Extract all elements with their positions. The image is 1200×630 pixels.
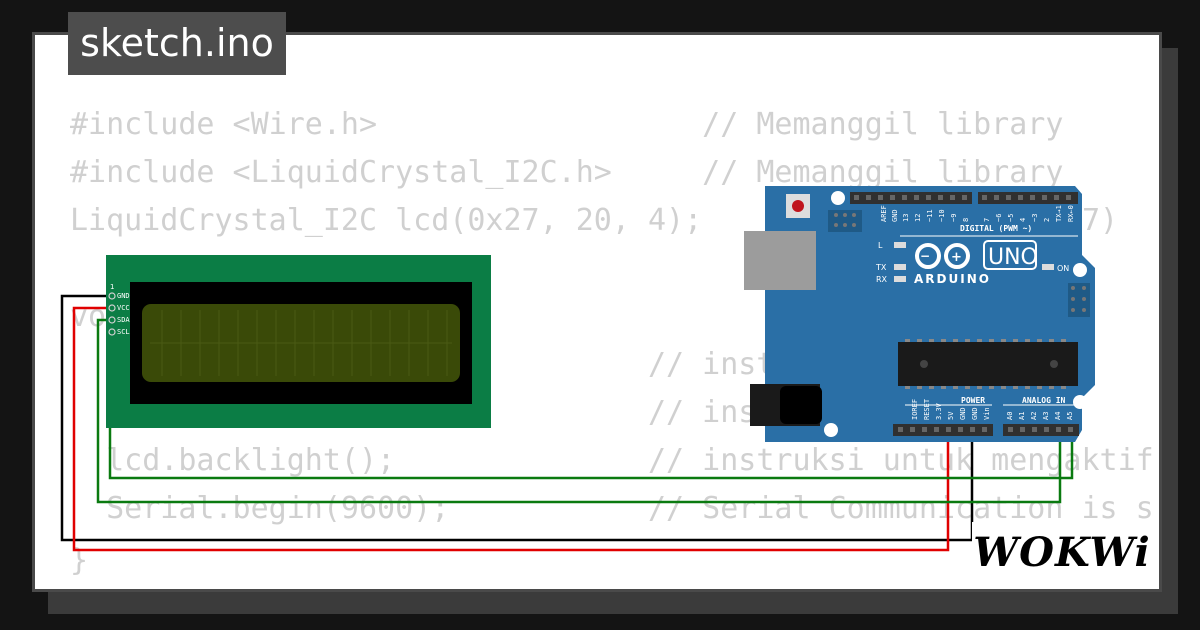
pin-a3: A3 — [1042, 412, 1050, 420]
pin-11: ~11 — [926, 209, 934, 222]
pin-4: 4 — [1019, 218, 1027, 222]
pin-reset: RESET — [923, 398, 931, 420]
pin-a2: A2 — [1030, 412, 1038, 420]
power-label: POWER — [961, 396, 985, 405]
lcd-pin-sda: SDA — [117, 316, 130, 324]
lcd-pin-scl: SCL — [117, 328, 130, 336]
code-line-2: #include <LiquidCrystal_I2C.h> // Memang… — [70, 155, 1064, 190]
lcd-pin-gnd: GND — [117, 292, 130, 300]
pin-aref: AREF — [880, 205, 888, 222]
pin-a1: A1 — [1018, 412, 1026, 420]
code-line-7: lcd.backlight(); // instruksi untuk meng… — [70, 443, 1154, 478]
pin-8: 8 — [962, 218, 970, 222]
pin-5v: 5V — [947, 411, 955, 420]
lcd-pin-one: 1 — [110, 283, 114, 291]
tx-led — [894, 264, 906, 270]
wire-gnd[interactable] — [60, 294, 974, 542]
pin-13: 13 — [902, 214, 910, 222]
power-header[interactable] — [893, 424, 993, 436]
on-led — [1042, 264, 1054, 270]
code-line-4: vo — [70, 299, 107, 334]
arduino-uno-board[interactable]: AREF GND 13 12 ~11 ~10 ~9 8 7 ~6 ~5 4 ~3… — [744, 186, 1095, 442]
l-label: L — [878, 241, 883, 250]
pin-a4: A4 — [1054, 412, 1062, 420]
l-led — [894, 242, 906, 248]
code-line-3-tail: 7) — [1082, 203, 1118, 238]
usb-port — [744, 231, 816, 290]
pin-7: 7 — [983, 218, 991, 222]
pin-gnd-1: GND — [959, 407, 967, 420]
pin-5: ~5 — [1007, 214, 1015, 222]
rx-label: RX — [876, 275, 888, 284]
arduino-infinity-icon — [915, 243, 970, 269]
pin-gnd-d: GND — [891, 209, 899, 222]
pin-gnd-2: GND — [971, 407, 979, 420]
pin-6: ~6 — [995, 214, 1003, 222]
on-label: ON — [1057, 264, 1069, 273]
pin-3: ~3 — [1031, 214, 1039, 222]
lcd-char-grid — [150, 310, 452, 376]
uno-badge — [983, 240, 1037, 270]
pin-12: 12 — [914, 214, 922, 222]
analog-header[interactable] — [1003, 424, 1079, 436]
wire-vcc[interactable] — [72, 306, 950, 552]
tx-label: TX — [875, 263, 887, 272]
svg-text:+: + — [951, 250, 962, 265]
code-line-1: #include <Wire.h> // Memanggil library — [70, 107, 1064, 142]
pin-10: ~10 — [938, 209, 946, 222]
code-line-9: } — [70, 543, 89, 578]
pin-a5: A5 — [1066, 412, 1074, 420]
brand-label: ARDUINO — [914, 272, 991, 286]
code-line-3: LiquidCrystal_I2C lcd(0x27, 20, 4); — [70, 203, 703, 238]
model-label: UNO — [988, 245, 1038, 270]
digital-label: DIGITAL (PWM ~) — [960, 224, 1032, 233]
pin-ioref: IOREF — [911, 399, 919, 420]
pin-0: RX←0 — [1067, 205, 1075, 222]
lcd-module[interactable]: 1 GND VCC SDA SCL — [106, 255, 491, 428]
pin-2: 2 — [1043, 218, 1051, 222]
digital-header-2[interactable] — [978, 192, 1078, 204]
pin-3v3: 3.3V — [935, 402, 943, 420]
pin-a0: A0 — [1006, 412, 1014, 420]
wokwi-logo[interactable]: WOKWi — [972, 522, 1152, 582]
pin-9: ~9 — [950, 214, 958, 222]
title-tab: sketch.ino — [68, 12, 286, 75]
lcd-pin-vcc: VCC — [117, 304, 130, 312]
code-line-8: Serial.begin(9600); // Serial Communicat… — [70, 491, 1154, 526]
page-title: sketch.ino — [80, 21, 274, 65]
analog-label: ANALOG IN — [1022, 396, 1066, 405]
rx-led — [894, 276, 906, 282]
code-background: #include <Wire.h> // Memanggil library #… — [35, 35, 1159, 589]
pin-vin: Vin — [983, 407, 991, 420]
svg-text:−: − — [920, 249, 930, 263]
pin-1: TX→1 — [1055, 205, 1063, 222]
wokwi-wordmark: WOKWi — [973, 529, 1151, 576]
